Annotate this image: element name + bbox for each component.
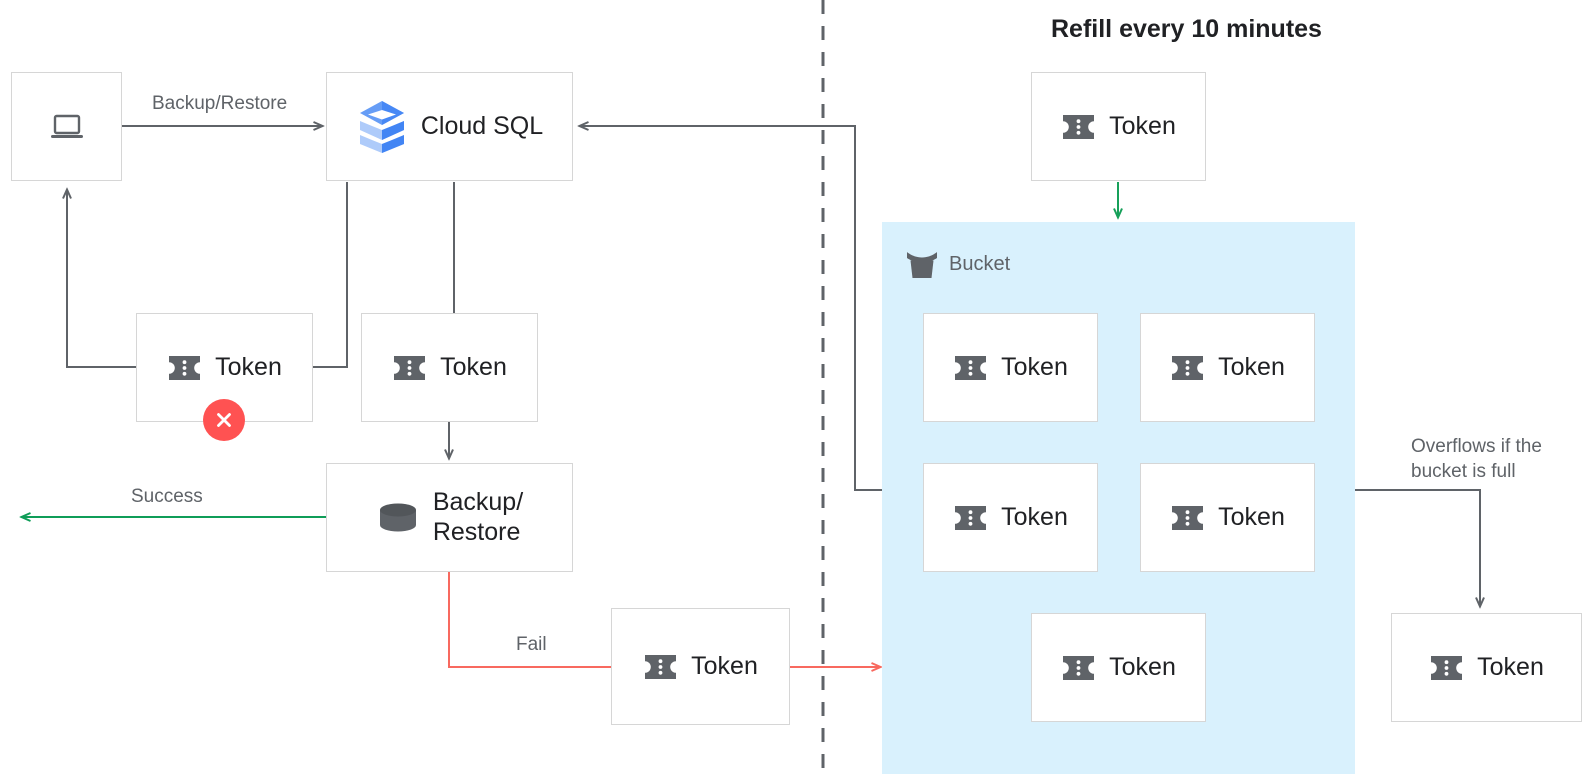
database-icon <box>379 503 416 531</box>
backup-restore-label: Backup/ Restore <box>432 488 524 546</box>
token-icon <box>394 355 426 380</box>
edge-backup-fail <box>448 572 611 668</box>
cloud-sql-icon <box>359 100 404 153</box>
cloud-sql-label: Cloud SQL <box>420 111 544 140</box>
edge-token-client-to-client <box>67 190 136 368</box>
bucket-token-label: Token <box>1001 502 1068 531</box>
edge-label-success: Success <box>131 486 203 507</box>
bucket-token-3[interactable]: Token <box>923 463 1098 572</box>
bucket-token-label: Token <box>1218 502 1285 531</box>
client-node[interactable] <box>11 72 122 181</box>
edge-bucket-overflow <box>1355 489 1480 606</box>
token-label: Token <box>1477 652 1544 681</box>
token-icon <box>955 355 987 380</box>
bucket-token-label: Token <box>1109 652 1176 681</box>
token-sql-node[interactable]: Token <box>361 313 538 422</box>
cloud-sql-node[interactable]: Cloud SQL <box>326 72 573 181</box>
page-title: Refill every 10 minutes <box>1051 15 1322 43</box>
bucket-icon <box>907 252 937 278</box>
token-icon <box>169 355 201 380</box>
token-label: Token <box>440 352 507 381</box>
bucket-header: Bucket <box>905 248 1010 280</box>
bucket-token-1[interactable]: Token <box>923 313 1098 422</box>
token-label: Token <box>691 651 758 680</box>
token-icon <box>1431 655 1463 680</box>
token-icon <box>1172 355 1204 380</box>
token-label: Token <box>1109 111 1176 140</box>
bucket-token-5[interactable]: Token <box>1031 613 1206 722</box>
token-label: Token <box>215 352 282 381</box>
close-icon <box>217 413 231 427</box>
edge-cloudsql-to-token-client <box>313 182 348 368</box>
bucket-label: Bucket <box>949 252 1011 275</box>
token-icon <box>645 654 677 679</box>
edge-bucket-to-cloudsql <box>580 126 882 491</box>
edge-label-backup-restore: Backup/Restore <box>152 93 288 114</box>
laptop-icon <box>50 114 83 138</box>
backup-restore-node[interactable]: Backup/ Restore <box>326 463 573 572</box>
token-overflow-node[interactable]: Token <box>1391 613 1582 722</box>
bucket-token-label: Token <box>1001 352 1068 381</box>
token-icon <box>955 505 987 530</box>
error-badge <box>203 399 245 441</box>
token-fail-node[interactable]: Token <box>611 608 790 725</box>
edge-label-overflow: Overflows if the bucket is full <box>1411 436 1542 482</box>
token-refill-node[interactable]: Token <box>1031 72 1206 181</box>
bucket-token-4[interactable]: Token <box>1140 463 1315 572</box>
bucket-token-2[interactable]: Token <box>1140 313 1315 422</box>
bucket-token-label: Token <box>1218 352 1285 381</box>
token-icon <box>1172 505 1204 530</box>
edge-label-fail: Fail <box>516 634 547 655</box>
token-icon <box>1063 114 1095 139</box>
token-icon <box>1063 655 1095 680</box>
